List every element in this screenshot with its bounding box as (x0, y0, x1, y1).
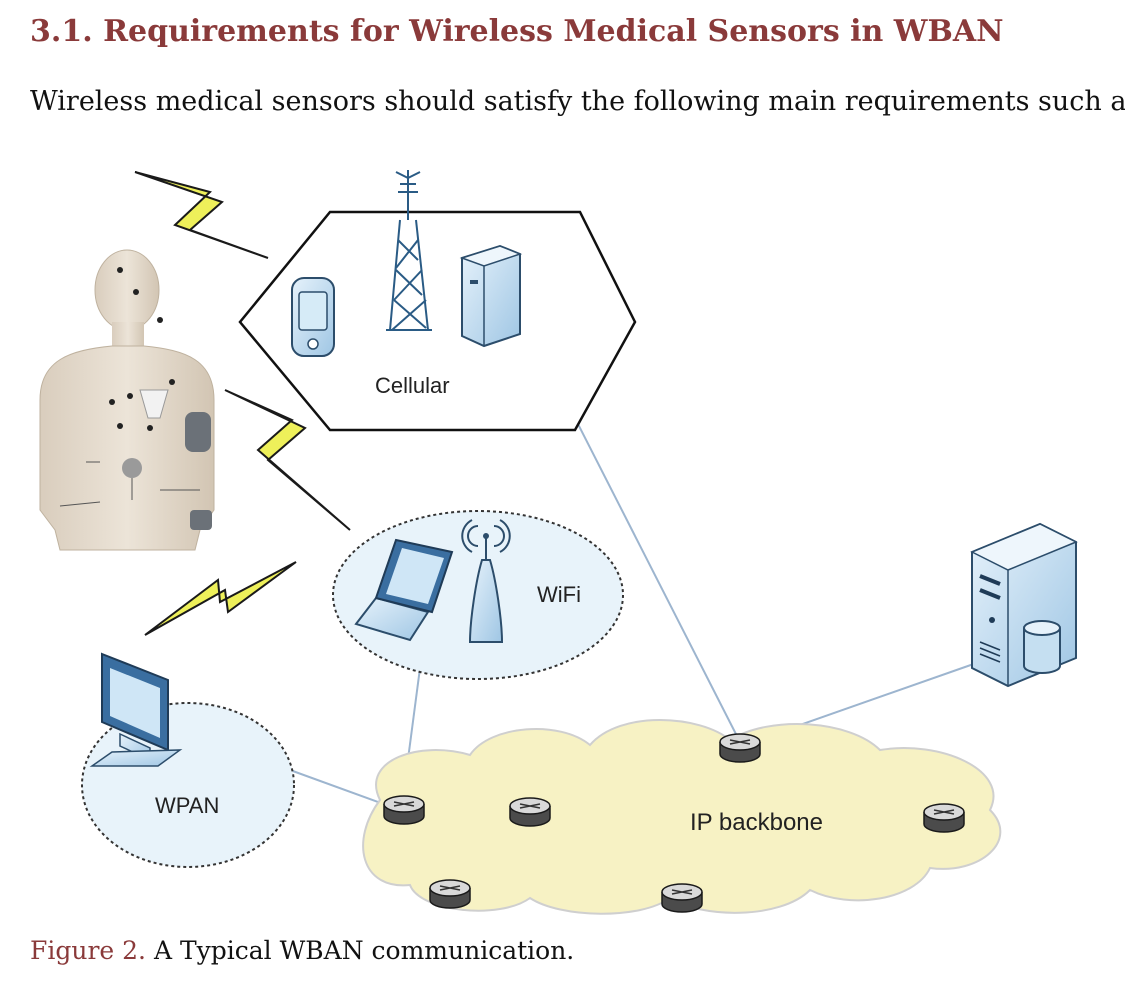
router-icon (719, 733, 761, 763)
figure-caption: Figure 2. A Typical WBAN communication. (30, 936, 574, 965)
server-with-database-icon (970, 522, 1078, 688)
router-icon (429, 879, 471, 909)
wifi-router-icon (461, 519, 511, 643)
section-heading: 3.1. Requirements for Wireless Medical S… (30, 14, 1004, 49)
phone-icon (291, 277, 335, 357)
cellular-zone (238, 210, 637, 432)
router-icon (923, 803, 965, 833)
monitor-icon (89, 652, 183, 767)
cellular-label: Cellular (375, 373, 450, 398)
human-body-sensors-icon (39, 249, 215, 551)
router-icon (383, 795, 425, 825)
intro-paragraph: Wireless medical sensors should satisfy … (30, 86, 1125, 117)
lightning-bolt-icon (134, 171, 351, 636)
wban-figure: IP backbone Cellular (39, 170, 1078, 915)
laptop-icon (354, 538, 454, 642)
figure-caption-label: Figure 2. (30, 936, 146, 965)
router-icon (661, 883, 703, 913)
figure-caption-text: A Typical WBAN communication. (146, 936, 575, 965)
ip-backbone-cloud (362, 719, 1002, 915)
ip-backbone-label: IP backbone (690, 809, 823, 836)
wpan-label: WPAN (155, 793, 219, 818)
cell-tower-icon (386, 170, 432, 331)
server-rack-icon (459, 244, 523, 348)
router-icon (509, 797, 551, 827)
wifi-label: WiFi (537, 582, 581, 607)
